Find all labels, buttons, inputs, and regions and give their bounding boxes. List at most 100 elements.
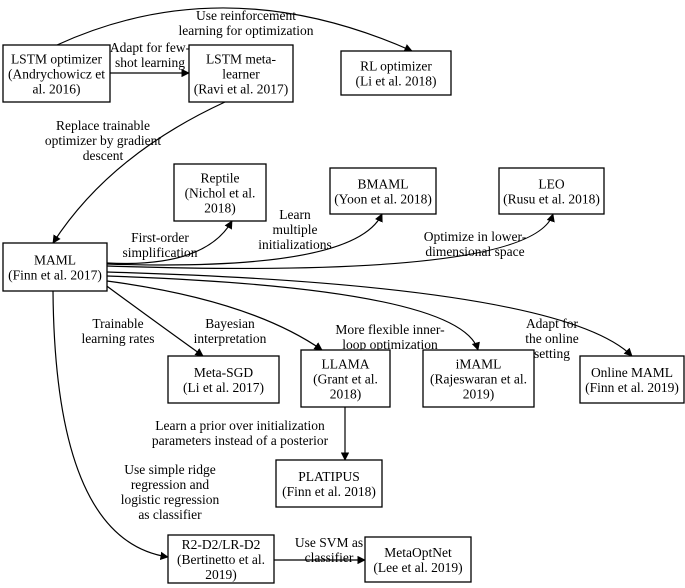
node-label-line: (Li et al. 2017) [183, 380, 264, 395]
node-label-line: (Finn et al. 2017) [8, 268, 102, 283]
edge-maml-to-meta-sgd [103, 283, 204, 357]
node-label: RL optimizer(Li et al. 2018) [356, 59, 437, 89]
node-box [2, 242, 108, 292]
edge-label-line: Use SVM as [295, 535, 363, 550]
node-box [2, 44, 111, 103]
node-box [173, 163, 267, 222]
node-label-line: (Lee et al. 2019) [373, 560, 462, 575]
node-label-line: (Rusu et al. 2018) [503, 192, 600, 207]
edge-label-line: Learn a prior over initialization [155, 418, 325, 433]
edge-label-line: regression and [131, 477, 210, 492]
node-meta-sgd: Meta-SGD(Li et al. 2017) [167, 355, 280, 404]
edge-label-line: Use simple ridge [124, 462, 215, 477]
edge-label-line: logistic regression [121, 492, 220, 507]
node-box [579, 355, 685, 404]
edge-label-line: First-order [131, 230, 189, 245]
node-label-line: LSTM meta- [206, 52, 277, 67]
node-platipus: PLATIPUS(Finn et al. 2018) [275, 459, 383, 508]
edge-label-line: Bayesian [205, 316, 255, 331]
node-label-line: (Yoon et al. 2018) [334, 192, 432, 207]
edge-label-line: learning for optimization [179, 23, 314, 38]
edge-label-line: loop optimization [342, 337, 438, 352]
node-label: Online MAML(Finn et al. 2019) [585, 365, 679, 395]
node-label: Meta-SGD(Li et al. 2017) [183, 365, 264, 395]
edge-maml-to-imaml [106, 275, 480, 351]
node-reptile: Reptile(Nichol et al.2018) [173, 163, 267, 222]
edge-maml-to-llama [106, 280, 323, 351]
node-label-line: RL optimizer [360, 59, 432, 74]
node-box [498, 167, 605, 215]
node-label: MetaOptNet(Lee et al. 2019) [373, 545, 462, 575]
node-box [364, 536, 472, 583]
node-box [340, 50, 452, 96]
node-imaml: iMAML(Rajeswaran et al.2019) [422, 349, 535, 408]
edge-lstm-meta-to-maml [52, 101, 226, 244]
edge-label-line: More flexible inner- [335, 322, 445, 337]
edge-label-line: descent [83, 148, 124, 163]
node-llama: LLAMA(Grant et al.2018) [300, 349, 391, 408]
node-label-line: 2019) [205, 567, 237, 582]
edge-maml-to-reptile [106, 220, 233, 265]
node-box [188, 44, 294, 103]
node-label-line: al. 2016) [33, 82, 81, 97]
node-maml: MAML(Finn et al. 2017) [2, 242, 108, 292]
node-label: LSTM meta-learner(Ravi et al. 2017) [194, 52, 288, 97]
node-label-line: (Finn et al. 2019) [585, 380, 679, 395]
edge-label-line: shot learning [115, 55, 185, 70]
edge-lstm-opt-to-rl-opt [56, 7, 413, 52]
node-label-line: iMAML [456, 357, 502, 372]
node-rl-opt: RL optimizer(Li et al. 2018) [340, 50, 452, 96]
edge-label-line: setting [534, 346, 570, 361]
node-label: PLATIPUS(Finn et al. 2018) [282, 469, 376, 499]
edge-maml-to-r2d2 [52, 290, 169, 561]
node-lstm-meta: LSTM meta-learner(Ravi et al. 2017) [188, 44, 294, 103]
edge-label-line: simplification [123, 245, 198, 260]
node-label-line: LLAMA [322, 357, 370, 372]
node-box [167, 355, 280, 404]
edge-label-line: interpretation [194, 331, 267, 346]
node-label: BMAML(Yoon et al. 2018) [334, 177, 432, 207]
node-bmaml: BMAML(Yoon et al. 2018) [329, 167, 437, 215]
node-box [167, 534, 275, 584]
edge-label-line: Adapt for [526, 316, 579, 331]
edge-label-line: Adapt for few- [110, 40, 191, 55]
node-label-line: (Nichol et al. [185, 186, 256, 201]
node-label: iMAML(Rajeswaran et al.2019) [430, 357, 527, 402]
node-label: LLAMA(Grant et al.2018) [313, 357, 378, 402]
edge-label-imaml: More flexible inner-loop optimization [335, 322, 445, 352]
node-label-line: (Rajeswaran et al. [430, 372, 527, 387]
node-label-line: (Finn et al. 2018) [282, 484, 376, 499]
edge-label-line: Learn [279, 207, 311, 222]
node-label-line: R2-D2/LR-D2 [182, 537, 261, 552]
node-label-line: 2018) [330, 387, 362, 402]
node-label-line: LSTM optimizer [11, 52, 103, 67]
node-label-line: BMAML [357, 177, 408, 192]
edge-maml-to-bmaml [106, 213, 383, 266]
node-box [275, 459, 383, 508]
edge-label-line: Use reinforcement [196, 8, 296, 23]
edge-label-line: Optimize in lower- [424, 229, 527, 244]
node-box [422, 349, 535, 408]
edge-label-line: dimensional space [425, 244, 524, 259]
edges-layer [52, 7, 633, 565]
node-label-line: Reptile [201, 171, 240, 186]
edge-label-line: learning rates [81, 331, 154, 346]
node-label: LEO(Rusu et al. 2018) [503, 177, 600, 207]
edge-label-line: classifier [305, 550, 354, 565]
edge-maml-to-leo [106, 213, 555, 270]
node-label-line: PLATIPUS [298, 469, 360, 484]
node-label-line: LEO [538, 177, 564, 192]
